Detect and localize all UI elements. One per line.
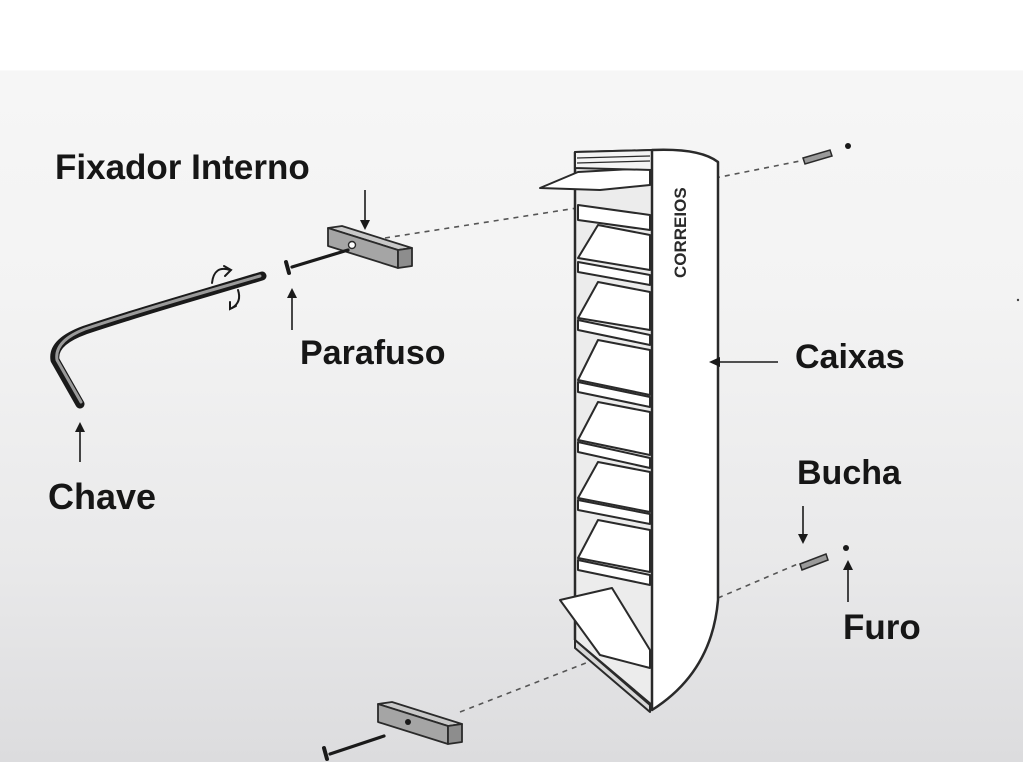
shelf: [577, 281, 651, 331]
allen-key-highlight: [55, 274, 262, 404]
arrow-head: [709, 357, 720, 367]
caixas-label: Caixas: [795, 338, 905, 376]
chave-label: Chave: [48, 476, 157, 517]
upper-internal-bracket: [327, 225, 413, 269]
parafuso-arrow: [287, 288, 297, 330]
screw-head: [322, 746, 329, 761]
bottom-right-anchor: [799, 545, 849, 571]
cabinet-shelves: [577, 204, 651, 586]
shelf: [577, 499, 651, 525]
cabinet-top-line: [576, 155, 651, 159]
shelf: [577, 224, 651, 271]
shelf: [577, 519, 651, 573]
upper-screw: [284, 248, 350, 275]
arrow-head: [360, 220, 370, 230]
bracket-hole: [347, 240, 357, 250]
rotation-arrow-icon: [211, 265, 241, 311]
shelf: [577, 559, 651, 586]
screw-shaft: [328, 734, 386, 756]
shelf: [577, 319, 651, 346]
furo-label: Furo: [843, 608, 921, 647]
wall-plug: [799, 553, 829, 571]
cabinet-bottom-tray: [559, 587, 651, 669]
correios-brand-text: CORREIOS: [671, 187, 690, 278]
cabinet-base: [574, 639, 651, 713]
mail-cabinet: [539, 148, 720, 713]
callout-arrows: [75, 190, 853, 602]
bottom-right-alignment-line: [717, 562, 801, 599]
arrow-head: [798, 534, 808, 544]
allen-key-body: [50, 271, 267, 409]
lower-screw: [322, 734, 386, 761]
shelf: [577, 204, 651, 231]
fixador-arrow: [360, 190, 370, 230]
caixas-arrow: [709, 357, 778, 367]
shelf: [577, 401, 651, 456]
cabinet-top-cap: [574, 149, 653, 171]
arrow-head: [75, 422, 85, 432]
shelf: [577, 381, 651, 408]
drill-hole: [845, 143, 851, 149]
shelf: [577, 261, 651, 286]
top-right-alignment-line: [714, 159, 806, 179]
screw-head: [284, 260, 291, 275]
wall-plug: [802, 149, 833, 165]
lower-internal-bracket: [377, 701, 463, 745]
cabinet-top-slot: [539, 167, 651, 191]
shelf: [577, 441, 651, 469]
furo-arrow: [843, 560, 853, 602]
arrow-head: [843, 560, 853, 570]
bracket-side-face: [447, 723, 463, 745]
screw-shaft: [290, 248, 350, 269]
stray-dot: [1016, 298, 1020, 302]
allen-key: [50, 271, 267, 409]
bracket-hole: [405, 719, 411, 725]
cabinet-top-line: [576, 160, 651, 164]
rotation-arrowhead-top: [223, 265, 233, 277]
rotation-arrowhead-bottom: [229, 301, 237, 311]
shelf: [577, 461, 651, 513]
cabinet-front-panel: [650, 148, 720, 712]
bracket-side-face: [397, 247, 413, 269]
chave-arrow: [75, 422, 85, 462]
fixador-interno-label: Fixador Interno: [55, 148, 310, 187]
lower-alignment-line: [459, 637, 651, 713]
parafuso-label: Parafuso: [300, 334, 446, 372]
shelf: [577, 339, 651, 396]
bucha-arrow: [798, 506, 808, 544]
arrow-head: [287, 288, 297, 298]
drill-hole: [843, 545, 849, 551]
top-right-anchor: [802, 143, 851, 165]
rotation-arc-top: [211, 267, 231, 284]
bucha-label: Bucha: [797, 454, 901, 492]
